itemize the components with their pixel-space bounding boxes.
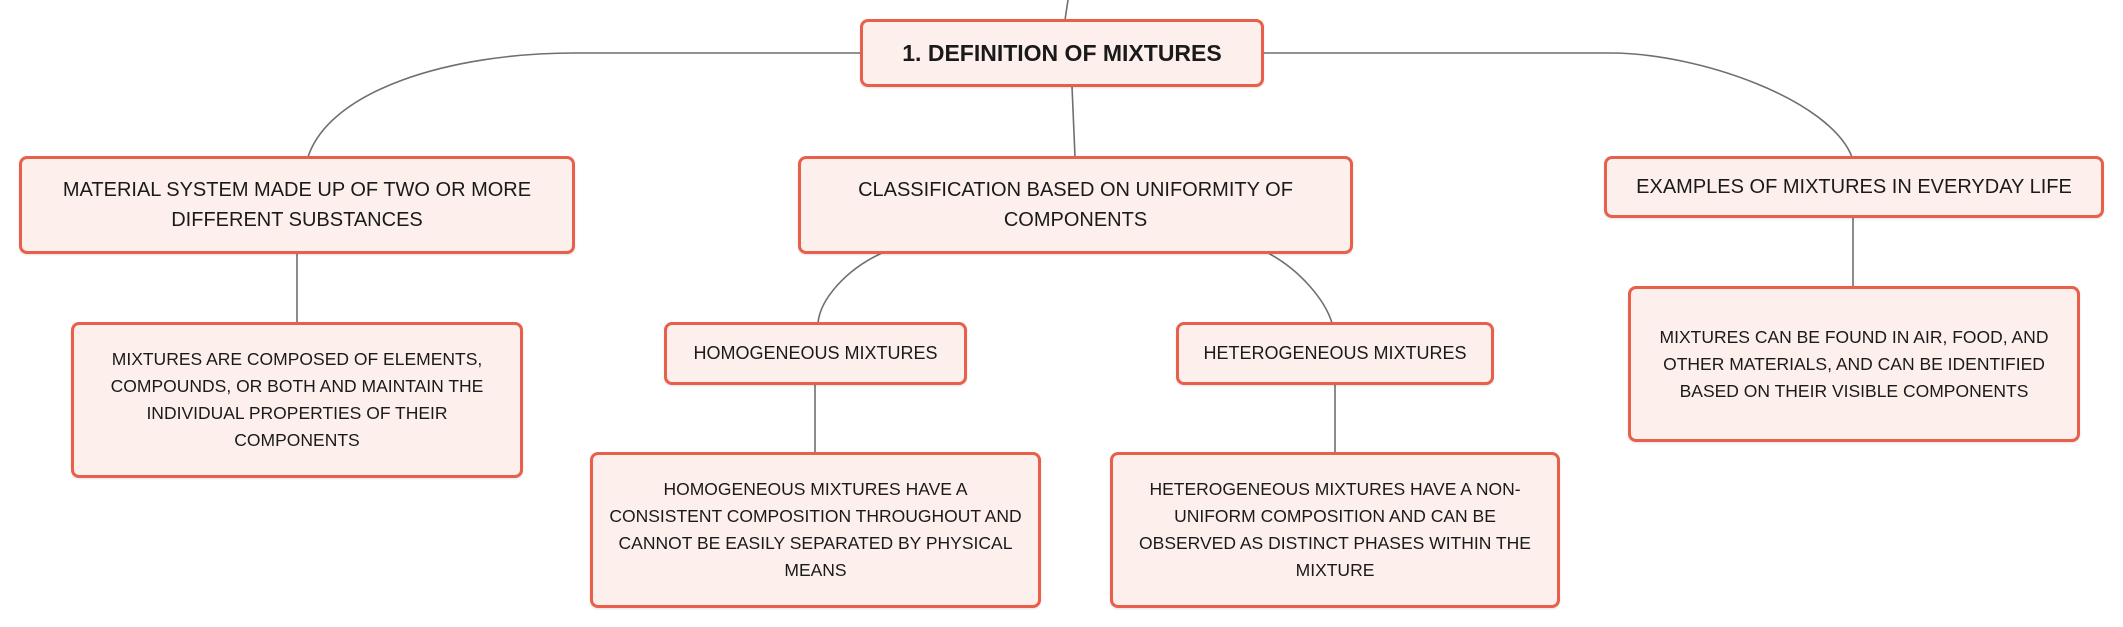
detail-node-examples[interactable]: MIXTURES CAN BE FOUND IN AIR, FOOD, AND … [1628, 286, 2080, 442]
detail-node-heterogeneous[interactable]: HETEROGENEOUS MIXTURES HAVE A NON-UNIFOR… [1110, 452, 1560, 608]
topic-label-examples: EXAMPLES OF MIXTURES IN EVERYDAY LIFE [1636, 176, 2072, 198]
connector-root-to-classification [1071, 85, 1076, 158]
detail-node-homogeneous[interactable]: HOMOGENEOUS MIXTURES HAVE A CONSISTENT C… [590, 452, 1041, 608]
root-topic-label: 1. DEFINITION OF MIXTURES [902, 39, 1222, 66]
connector-parent-to-root [1064, 0, 1069, 21]
detail-text-homogeneous: HOMOGENEOUS MIXTURES HAVE A CONSISTENT C… [609, 479, 1022, 580]
connector-root-to-material [307, 52, 861, 158]
topic-label-homogeneous: HOMOGENEOUS MIXTURES [693, 343, 938, 363]
topic-node-material-system[interactable]: MATERIAL SYSTEM MADE UP OF TWO OR MORE D… [19, 156, 575, 254]
topic-node-homogeneous[interactable]: HOMOGENEOUS MIXTURES [664, 322, 967, 385]
topic-node-heterogeneous[interactable]: HETEROGENEOUS MIXTURES [1176, 322, 1494, 385]
connector-classification-to-homogeneous [817, 252, 883, 324]
connector-classification-to-heterogeneous [1267, 252, 1333, 324]
topic-node-classification[interactable]: CLASSIFICATION BASED ON UNIFORMITY OF CO… [798, 156, 1353, 254]
detail-text-heterogeneous: HETEROGENEOUS MIXTURES HAVE A NON-UNIFOR… [1139, 479, 1531, 580]
topic-label-heterogeneous: HETEROGENEOUS MIXTURES [1203, 343, 1467, 363]
detail-node-material-system[interactable]: MIXTURES ARE COMPOSED OF ELEMENTS, COMPO… [71, 322, 523, 478]
detail-text-material-system: MIXTURES ARE COMPOSED OF ELEMENTS, COMPO… [110, 349, 484, 450]
topic-node-examples[interactable]: EXAMPLES OF MIXTURES IN EVERYDAY LIFE [1604, 156, 2104, 218]
topic-label-classification: CLASSIFICATION BASED ON UNIFORMITY OF CO… [858, 179, 1293, 231]
detail-text-examples: MIXTURES CAN BE FOUND IN AIR, FOOD, AND … [1659, 326, 2049, 401]
connector-root-to-examples [1263, 52, 1853, 158]
root-topic-node[interactable]: 1. DEFINITION OF MIXTURES [860, 19, 1264, 87]
topic-label-material-system: MATERIAL SYSTEM MADE UP OF TWO OR MORE D… [62, 179, 532, 231]
